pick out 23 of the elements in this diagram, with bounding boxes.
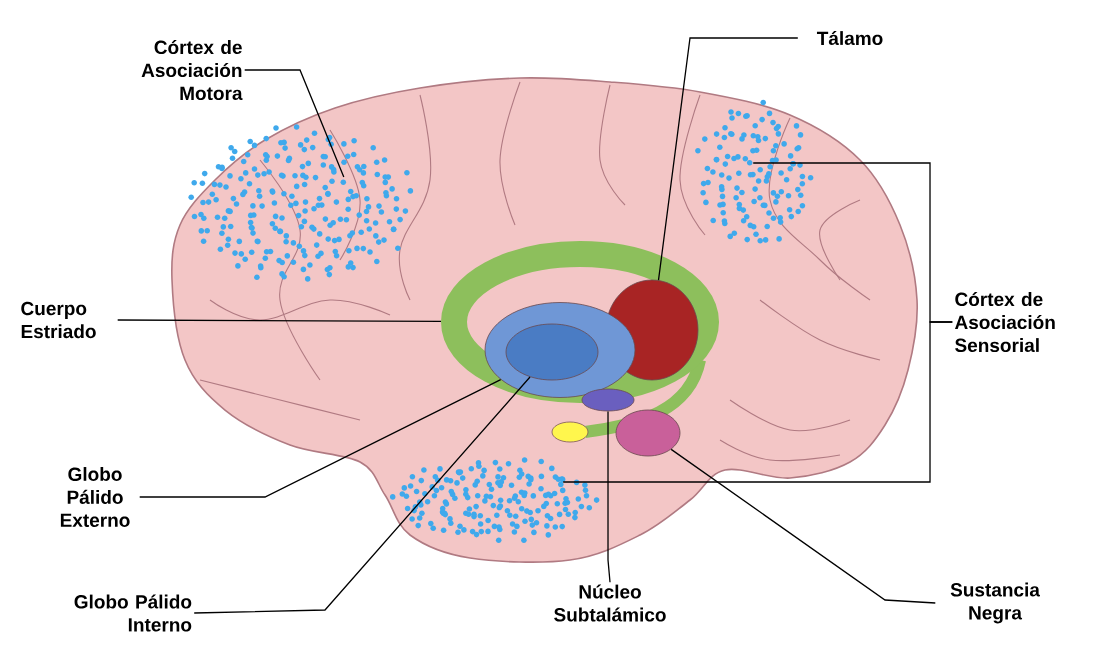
leader-line (117, 319, 442, 323)
leader-line (139, 378, 502, 498)
label: Cuerpo Estriado (21, 301, 96, 339)
dot-cluster (188, 124, 414, 282)
leader-line (193, 376, 531, 614)
dot-cluster (695, 99, 814, 244)
label: Tálamo (816, 30, 883, 46)
brain-structure (581, 388, 635, 412)
label: Globo Pálido Externo (60, 467, 130, 527)
brain-structure (505, 323, 599, 381)
label: Globo Pálido Interno (74, 594, 192, 632)
leader-line (670, 448, 936, 604)
leader-line (562, 321, 953, 483)
dot-cluster (389, 457, 600, 544)
label: Sustancia Negra (950, 582, 1040, 624)
striatum-shape (441, 241, 719, 403)
label: Núcleo Subtalámico (554, 584, 666, 622)
brain-structure (615, 409, 681, 457)
label: Córtex de Asociación Sensorial (955, 291, 1055, 353)
leader-line (244, 69, 345, 178)
leader-line (657, 37, 799, 281)
label: Córtex de Asociación Motora (141, 39, 243, 101)
leader-line (607, 410, 611, 583)
